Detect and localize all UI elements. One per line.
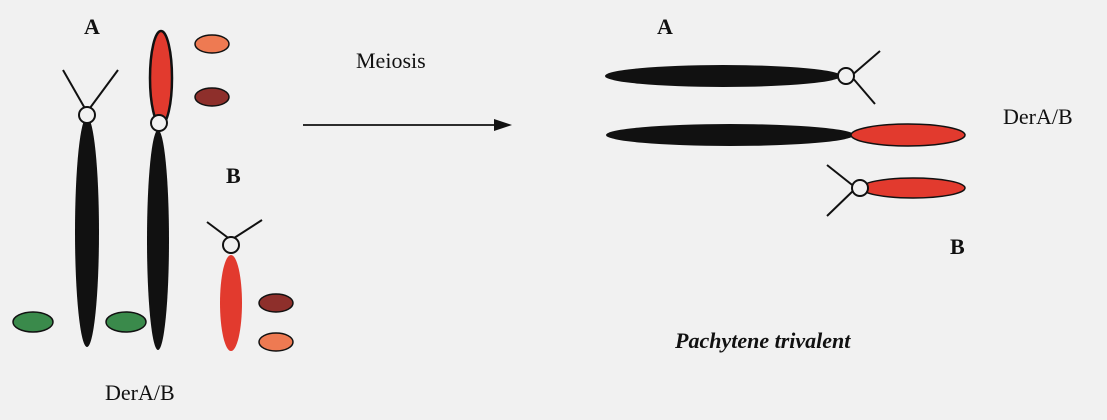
left-chromosome-b	[207, 220, 262, 351]
left-a-arm	[75, 117, 99, 347]
signal-darkred-dot-bottom	[259, 294, 293, 312]
signal-darkred-dot-top	[195, 88, 229, 106]
right-derab-label: DerA/B	[1003, 106, 1073, 128]
left-derab-centromere	[151, 115, 167, 131]
left-a-telomere-line-1	[63, 70, 87, 112]
signal-green-dot-2	[106, 312, 146, 332]
right-b-telomere-line-1	[827, 165, 856, 188]
right-chromosome-a	[605, 51, 880, 104]
right-a-arm	[605, 65, 841, 87]
left-a-telomere-line-2	[87, 70, 118, 112]
right-a-telomere-line-1	[851, 51, 880, 76]
left-a-centromere	[79, 107, 95, 123]
left-b-telomere-line-2	[231, 220, 262, 240]
right-derab-red-arm	[851, 124, 965, 146]
right-chromosome-b-label: B	[950, 236, 965, 258]
right-derab-black-arm	[606, 124, 854, 146]
pachytene-trivalent-caption: Pachytene trivalent	[675, 330, 850, 352]
left-chromosome-derab	[147, 31, 172, 350]
left-chromosome-a	[63, 70, 118, 347]
right-b-red-arm	[861, 178, 965, 198]
left-b-centromere	[223, 237, 239, 253]
signal-green-dot-1	[13, 312, 53, 332]
signal-orange-dot-top	[195, 35, 229, 53]
right-chromosome-b	[827, 165, 965, 216]
meiosis-label: Meiosis	[356, 50, 426, 72]
right-a-centromere	[838, 68, 854, 84]
left-derab-red-arm	[150, 31, 172, 125]
meiosis-arrow	[303, 119, 512, 131]
left-derab-black-arm	[147, 130, 169, 350]
right-a-telomere-line-2	[851, 76, 875, 104]
right-chromosome-derab	[606, 124, 965, 146]
right-b-telomere-line-2	[827, 188, 856, 216]
right-b-centromere	[852, 180, 868, 196]
signal-orange-dot-bottom	[259, 333, 293, 351]
left-derab-label: DerA/B	[105, 382, 175, 404]
left-b-red-arm	[220, 255, 242, 351]
left-chromosome-b-label: B	[226, 165, 241, 187]
left-chromosome-a-label: A	[84, 16, 100, 38]
arrow-head	[494, 119, 512, 131]
right-chromosome-a-label: A	[657, 16, 673, 38]
